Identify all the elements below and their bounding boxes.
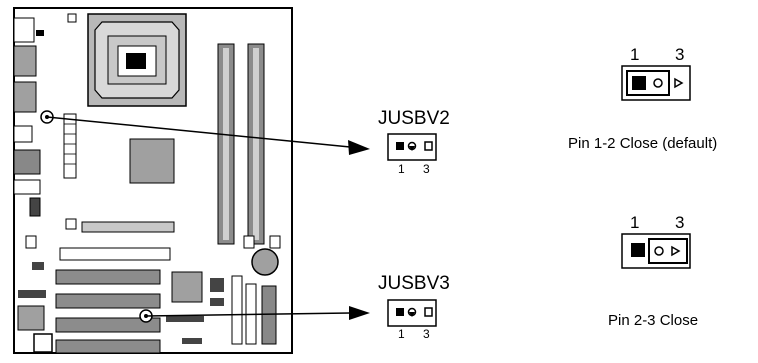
arrow-jusbv2 xyxy=(46,116,370,155)
setting-1-caption: Pin 1-2 Close (default) xyxy=(568,135,718,152)
jusbv2-pin-right: 3 xyxy=(423,162,430,176)
southbridge-chip xyxy=(171,271,203,303)
setting-1-pin-left: 1 xyxy=(630,45,640,64)
board-jumper-area xyxy=(40,110,77,179)
battery xyxy=(243,235,281,276)
jusbv3-pin-right: 3 xyxy=(423,327,430,341)
setting-2-pin-left: 1 xyxy=(630,213,640,232)
setting-1-pin-right: 3 xyxy=(675,45,685,64)
setting-2-pin-right: 3 xyxy=(675,213,685,232)
jusbv2-pin-left: 1 xyxy=(398,162,405,176)
arrow-jusbv3 xyxy=(145,306,370,320)
jusbv3-header xyxy=(387,299,437,327)
memory-slots xyxy=(217,43,265,245)
setting-1-2-diagram xyxy=(621,65,691,101)
jusbv2-label: JUSBV2 xyxy=(378,108,450,129)
jusbv3-pin-left: 1 xyxy=(398,327,405,341)
jusbv2-header xyxy=(387,133,437,161)
northbridge-chip xyxy=(129,138,175,184)
setting-2-3-diagram xyxy=(621,233,691,269)
jusbv3-label: JUSBV3 xyxy=(378,273,450,294)
io-ports xyxy=(13,17,44,217)
setting-2-caption: Pin 2-3 Close xyxy=(608,312,699,329)
expansion-slots xyxy=(17,218,175,354)
cpu-socket xyxy=(67,13,187,107)
